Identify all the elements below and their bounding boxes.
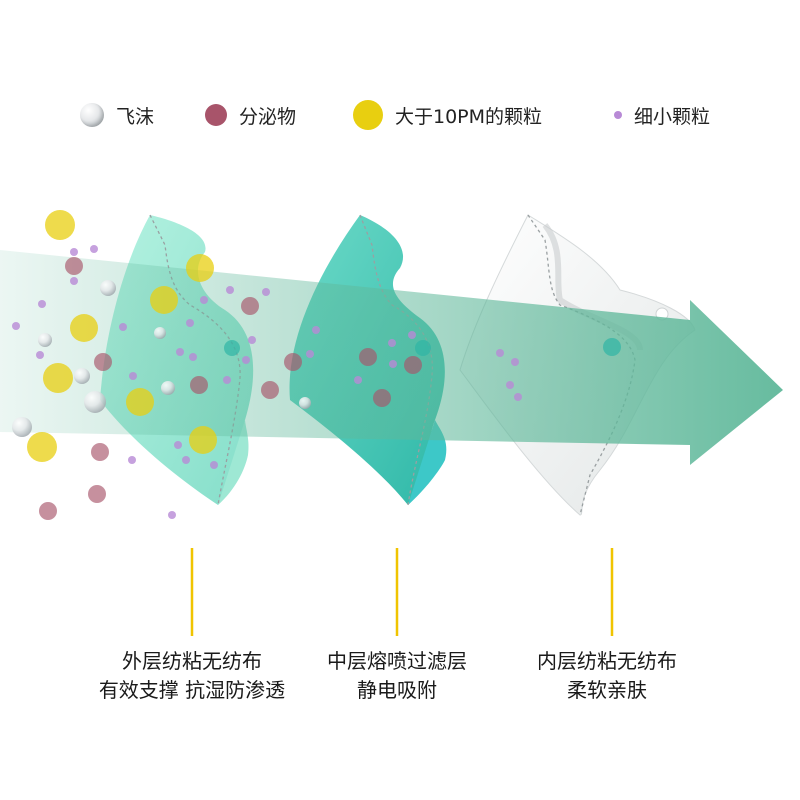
droplet-icon (80, 103, 104, 127)
fine-particle (312, 326, 320, 334)
caption-outer-desc: 有效支撑 抗湿防渗透 (98, 678, 286, 702)
legend-label-secretion: 分泌物 (239, 105, 297, 128)
fine-particle (189, 353, 197, 361)
fine-particle (12, 322, 20, 330)
middle-layer-edge (408, 420, 447, 505)
fine-particle (200, 296, 208, 304)
secretion-particle (65, 257, 83, 275)
fine-particle (90, 245, 98, 253)
secretion-particle (91, 443, 109, 461)
fine-particle (242, 356, 250, 364)
legend-item-large-particle: 大于10PM的颗粒 (353, 95, 542, 135)
droplet-particle (299, 397, 311, 409)
secretion-particle (359, 348, 377, 366)
fine-particle (168, 511, 176, 519)
secretion-particle (190, 376, 208, 394)
flow-arrow (0, 250, 783, 465)
fine-particle (511, 358, 519, 366)
legend-item-droplet: 飞沫 (80, 95, 154, 135)
outer-layer-edge (218, 420, 249, 505)
fine-particle (38, 300, 46, 308)
large-particle-icon (353, 100, 383, 130)
fine-particle (174, 441, 182, 449)
secretion-particle (88, 485, 106, 503)
fine-particle (182, 456, 190, 464)
large-particle (186, 254, 214, 282)
fine-particle (248, 336, 256, 344)
droplet-particle (154, 327, 166, 339)
fine-particle (506, 381, 514, 389)
droplet-particle (38, 333, 52, 347)
legend-label-large-particle: 大于10PM的颗粒 (395, 105, 543, 128)
droplet-particle (74, 368, 90, 384)
caption-middle-desc: 静电吸附 (357, 678, 437, 702)
trapped-particle (603, 338, 621, 356)
caption-inner-title: 内层纺粘无纺布 (537, 649, 677, 673)
secretion-particle (261, 381, 279, 399)
legend-item-fine-particle: 细小颗粒 (608, 95, 710, 135)
fine-particle (70, 248, 78, 256)
large-particle (150, 286, 178, 314)
fine-particle (262, 288, 270, 296)
secretion-particle (241, 297, 259, 315)
fine-particle (129, 372, 137, 380)
large-particle (126, 388, 154, 416)
fine-particle (176, 348, 184, 356)
large-particle (43, 363, 73, 393)
fine-particle (514, 393, 522, 401)
fine-particle-icon (614, 111, 622, 119)
fine-particle (186, 319, 194, 327)
fine-particle (389, 360, 397, 368)
droplet-particle (12, 417, 32, 437)
legend-label-fine-particle: 细小颗粒 (634, 105, 711, 128)
fine-particle (210, 461, 218, 469)
legend-item-secretion: 分泌物 (205, 95, 296, 135)
secretion-particle (39, 502, 57, 520)
fine-particle (119, 323, 127, 331)
legend-label-droplet: 飞沫 (116, 105, 155, 128)
secretion-dot-icon (205, 104, 227, 126)
large-particle (189, 426, 217, 454)
particles (12, 210, 621, 520)
caption-outer-title: 外层纺粘无纺布 (122, 649, 262, 673)
caption-inner-layer: 内层纺粘无纺布 柔软亲肤 (487, 647, 727, 705)
fine-particle (388, 339, 396, 347)
fine-particle (306, 350, 314, 358)
large-particle (27, 432, 57, 462)
large-particle (45, 210, 75, 240)
fine-particle (408, 331, 416, 339)
fine-particle (226, 286, 234, 294)
fine-particle (223, 376, 231, 384)
secretion-particle (94, 353, 112, 371)
fine-particle (496, 349, 504, 357)
caption-inner-desc: 柔软亲肤 (567, 678, 647, 702)
trapped-particle (224, 340, 240, 356)
trapped-particle (415, 340, 431, 356)
secretion-particle (373, 389, 391, 407)
large-particle (70, 314, 98, 342)
fine-particle (354, 376, 362, 384)
droplet-particle (100, 280, 116, 296)
droplet-particle (84, 391, 106, 413)
caption-outer-layer: 外层纺粘无纺布 有效支撑 抗湿防渗透 (72, 647, 312, 705)
fine-particle (70, 277, 78, 285)
legend: 飞沫 分泌物 大于10PM的颗粒 细小颗粒 (0, 95, 800, 135)
connector-lines (190, 548, 614, 636)
secretion-particle (404, 356, 422, 374)
caption-middle-title: 中层熔喷过滤层 (327, 649, 467, 673)
caption-middle-layer: 中层熔喷过滤层 静电吸附 (277, 647, 517, 705)
fine-particle (128, 456, 136, 464)
droplet-particle (161, 381, 175, 395)
fine-particle (36, 351, 44, 359)
secretion-particle (284, 353, 302, 371)
